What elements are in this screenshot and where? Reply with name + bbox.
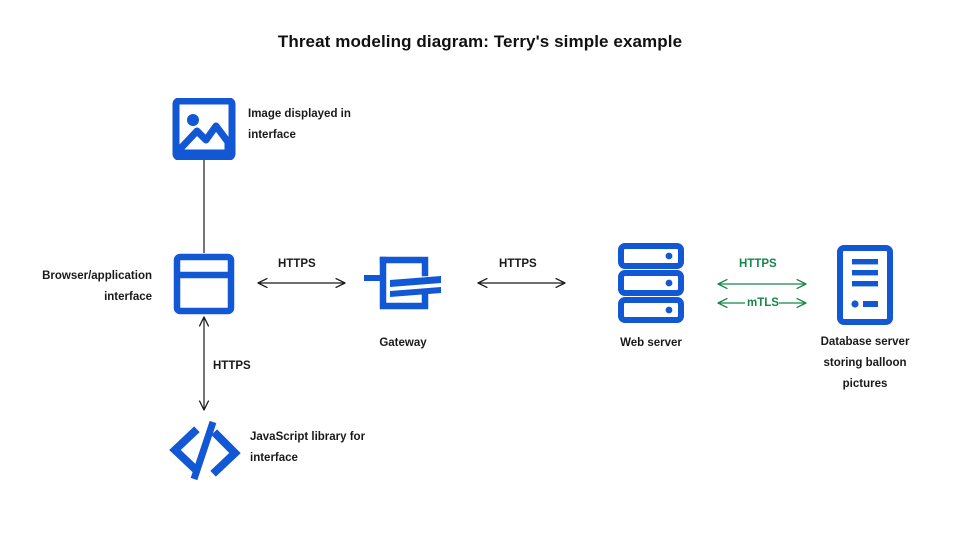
image-icon <box>172 98 236 160</box>
edge-label-webserver-database-https: HTTPS <box>739 258 777 270</box>
node-webserver[interactable] <box>617 243 685 325</box>
edge-label-gateway-webserver: HTTPS <box>499 258 537 270</box>
node-jslibrary[interactable] <box>168 415 244 485</box>
edge-label-browser-gateway: HTTPS <box>278 258 316 270</box>
node-browser[interactable] <box>173 253 235 317</box>
page-title: Threat modeling diagram: Terry's simple … <box>277 32 683 51</box>
node-browser-label: Browser/application interface <box>42 270 152 303</box>
gateway-icon <box>364 256 441 310</box>
database-tower-icon <box>837 245 893 325</box>
node-webserver-label: Web server <box>620 337 682 349</box>
code-brackets-icon <box>169 420 241 481</box>
browser-window-icon <box>173 253 235 315</box>
node-database-label: Database server storing balloon pictures <box>820 336 910 390</box>
node-jslibrary-label: JavaScript library for interface <box>250 431 366 464</box>
node-image[interactable] <box>172 98 236 160</box>
server-rack-icon <box>618 243 684 323</box>
node-gateway-label: Gateway <box>379 337 427 349</box>
node-database[interactable] <box>836 245 894 325</box>
edge-label-browser-jslibrary: HTTPS <box>213 360 251 372</box>
edge-label-webserver-database-mtls: mTLS <box>747 297 779 309</box>
node-image-label: Image displayed in interface <box>248 108 351 141</box>
node-gateway[interactable] <box>362 252 444 314</box>
